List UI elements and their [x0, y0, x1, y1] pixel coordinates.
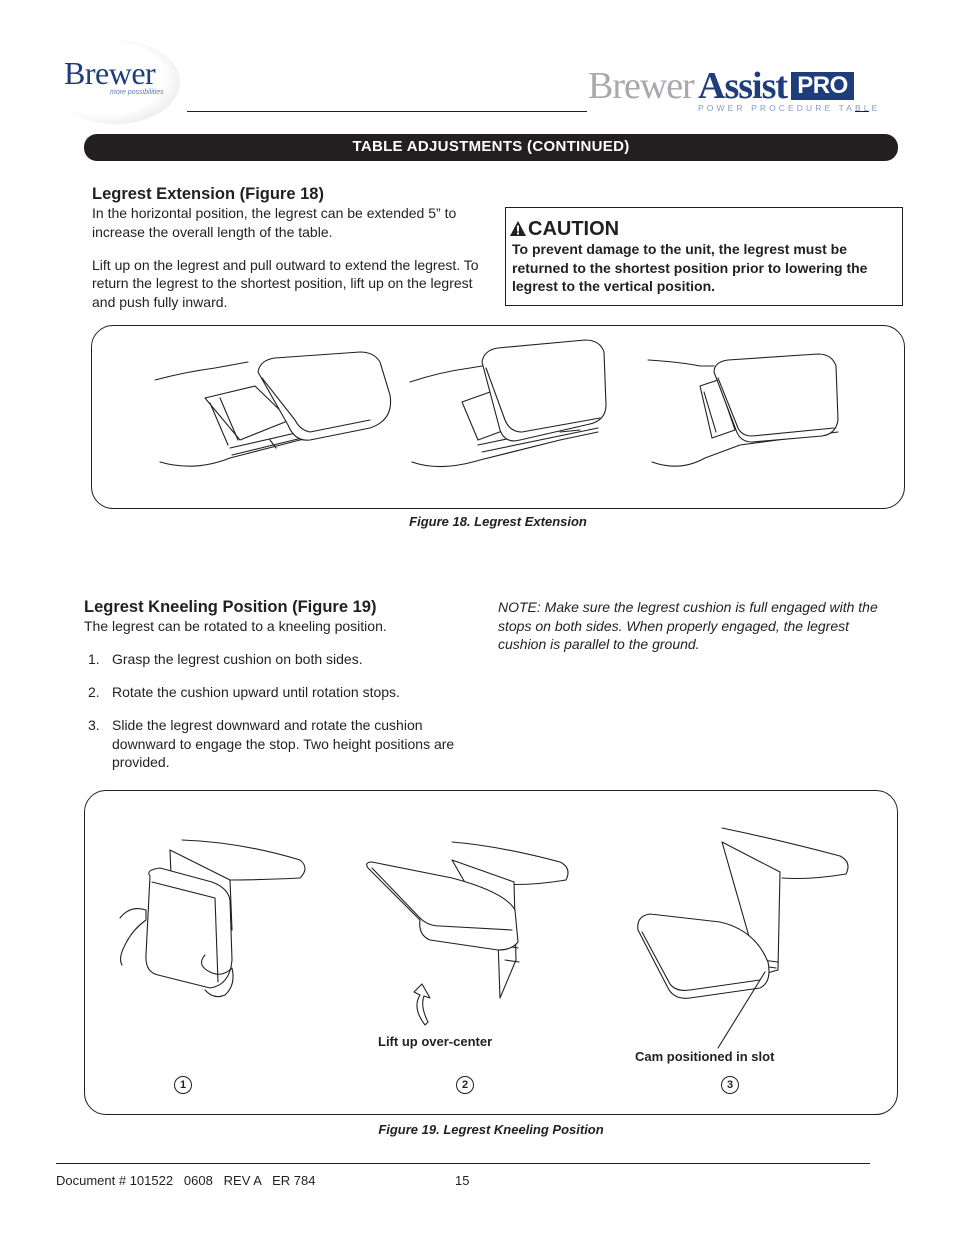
legrest-drawing-extended — [154, 351, 392, 467]
kneeling-step-3: 3.Slide the legrest downward and rotate … — [88, 717, 455, 770]
footer-page-number: 15 — [455, 1173, 470, 1188]
kneeling-drawing-step1 — [119, 839, 306, 998]
footer-document-number: Document # 101522 0608 REV A ER 784 — [56, 1173, 316, 1188]
brewer-logo-badge — [52, 40, 180, 124]
brewer-logo: Brewer — [64, 55, 156, 91]
legrest-extension-heading: Legrest Extension (Figure 18) — [92, 185, 324, 203]
product-logo-brewer: Brewer — [588, 65, 695, 107]
step-marker-2: 2 — [456, 1076, 474, 1094]
kneeling-step-2: 2.Rotate the cushion upward until rotati… — [88, 684, 400, 700]
figure-18-frame — [91, 325, 905, 509]
kneeling-section: Legrest Kneeling Position (Figure 19) Th… — [84, 598, 484, 786]
product-logo-assist: Assist — [698, 65, 788, 107]
legrest-extension-section: Legrest Extension (Figure 18) In the hor… — [92, 185, 487, 311]
callout-cam-positioned: Cam positioned in slot — [635, 1049, 775, 1064]
caution-title: CAUTION — [528, 218, 620, 240]
caution-text: To prevent damage to the unit, the legre… — [512, 241, 868, 294]
legrest-extension-para1: In the horizontal position, the legrest … — [92, 205, 457, 240]
product-subtitle: POWER PROCEDURE TABLE — [698, 103, 881, 113]
kneeling-drawing-step2 — [366, 841, 569, 1026]
header-rule-end — [855, 111, 869, 112]
brewer-logo-tagline: more possibilities — [110, 89, 164, 96]
step-marker-1: 1 — [174, 1076, 192, 1094]
kneeling-note: NOTE: Make sure the legrest cushion is f… — [498, 599, 878, 652]
section-title: TABLE ADJUSTMENTS (CONTINUED) — [84, 134, 898, 161]
kneeling-intro: The legrest can be rotated to a kneeling… — [84, 618, 387, 634]
footer-rule — [56, 1163, 870, 1164]
legrest-extension-para2: Lift up on the legrest and pull outward … — [92, 256, 479, 310]
legrest-drawing-mid — [409, 339, 607, 468]
product-logo-pro: PRO — [791, 72, 854, 100]
header-rule — [187, 111, 587, 112]
warning-triangle-icon — [510, 221, 526, 236]
figure-19-frame — [84, 790, 898, 1115]
kneeling-steps: 1.Grasp the legrest cushion on both side… — [84, 650, 484, 772]
caution-box: CAUTION To prevent damage to the unit, t… — [505, 207, 903, 306]
kneeling-drawing-step3 — [637, 827, 849, 1049]
step-marker-3: 3 — [721, 1076, 739, 1094]
kneeling-step-1: 1.Grasp the legrest cushion on both side… — [88, 651, 363, 667]
figure-19-caption: Figure 19. Legrest Kneeling Position — [378, 1122, 604, 1137]
kneeling-heading: Legrest Kneeling Position (Figure 19) — [84, 598, 377, 616]
legrest-drawing-retracted — [647, 353, 839, 467]
figure-18-caption: Figure 18. Legrest Extension — [409, 514, 587, 529]
callout-lift-over-center: Lift up over-center — [378, 1034, 493, 1049]
